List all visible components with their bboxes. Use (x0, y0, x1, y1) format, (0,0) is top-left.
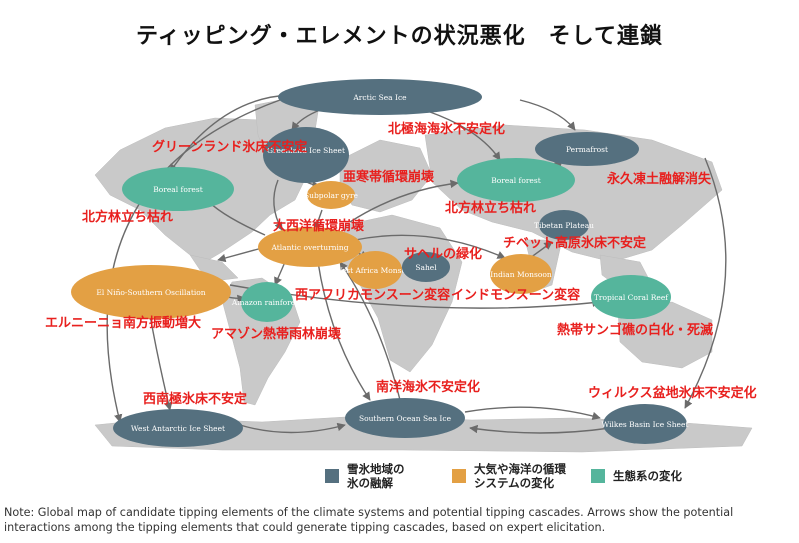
element-west-africa-monsoon: West Africa Monsoon (335, 251, 416, 289)
element-enso: El Niño-Southern Oscillation (71, 265, 231, 319)
central-america-land (189, 254, 239, 281)
annotation-wilkes: ウィルクス盆地氷床不安定化 (588, 386, 757, 401)
svg-text:Boreal forest: Boreal forest (153, 185, 202, 194)
arrow-arctic-to-west-antarctic (106, 99, 281, 423)
svg-text:Arctic Sea Ice: Arctic Sea Ice (352, 93, 407, 102)
page-title: ティッピング・エレメントの状況悪化 そして連鎖 (135, 24, 664, 49)
arrow-southern-ocean-to-wilkes (464, 406, 601, 421)
element-boreal-forest-west: Boreal forest (122, 167, 234, 211)
svg-text:Greenland Ice Sheet: Greenland Ice Sheet (267, 146, 345, 155)
arrow-arctic-to-boreal-east (429, 111, 501, 161)
svg-text:West Africa Monsoon: West Africa Monsoon (335, 266, 416, 275)
annotation-southern-ocean: 南洋海氷不安定化 (376, 380, 481, 395)
element-atlantic-overturning: Atlantic overturning (258, 227, 362, 267)
annotation-sahel: サヘルの緑化 (404, 247, 483, 262)
annotation-permafrost: 永久凍土融解消失 (607, 172, 712, 187)
legend-label-ecosystem: 生態系の変化 (613, 469, 682, 483)
arrow-west-antarctic-to-southern-ocean (239, 422, 346, 434)
element-amazon-rainforest: Amazon rainforest (231, 282, 302, 322)
annotation-tibet: チベット高原氷床不安定 (503, 236, 647, 251)
arrow-enso-to-west-antarctic (149, 314, 173, 411)
element-boreal-forest-east: Boreal forest (457, 158, 575, 202)
element-permafrost: Permafrost (535, 132, 639, 166)
arrow-greenland-to-atlantic (273, 179, 283, 231)
annotation-wa-monsoon: 西アフリカモンスーン変容 (295, 288, 451, 303)
australia-land (617, 301, 713, 369)
arrow-wilkes-to-southern-ocean (469, 424, 611, 434)
svg-text:Tropical Coral Reef: Tropical Coral Reef (594, 293, 669, 302)
element-arctic-sea-ice: Arctic Sea Ice (278, 79, 482, 115)
svg-text:Amazon rainforest: Amazon rainforest (231, 298, 302, 307)
annotation-boreal-east: 北方林立ち枯れ (445, 201, 537, 216)
svg-text:West Antarctic Ice Sheet: West Antarctic Ice Sheet (131, 424, 225, 433)
legend-swatch-circulation (452, 469, 466, 483)
arrow-arctic-to-boreal-west (169, 94, 291, 173)
tipping-elements: Arctic Sea Ice Greenland Ice Sheet Perma… (71, 79, 688, 447)
figure-note: Note: Global map of candidate tipping el… (4, 506, 734, 534)
annotation-west-antarctic: 西南極氷床不安定 (143, 392, 248, 407)
arrow-atlantic-to-amazon (274, 261, 286, 286)
svg-text:Tibetan Plateau: Tibetan Plateau (534, 221, 594, 230)
annotation-amazon: アマゾン熱帯雨林崩壊 (211, 327, 342, 342)
svg-text:Atlantic overturning: Atlantic overturning (270, 243, 348, 252)
annotation-indian-monsoon: インドモンスーン変容 (451, 288, 581, 303)
svg-text:Indian Monsoon: Indian Monsoon (490, 270, 552, 279)
arrow-subpolar-to-atlantic (313, 209, 323, 231)
arrow-arctic-to-greenland (291, 109, 321, 131)
svg-text:Sahel: Sahel (415, 263, 437, 272)
svg-text:Boreal forest: Boreal forest (491, 176, 540, 185)
arrow-arctic-to-permafrost (519, 99, 576, 131)
annotation-greenland: グリーンランド氷床不安定 (152, 140, 308, 155)
svg-text:Wilkes Basin Ice Sheet: Wilkes Basin Ice Sheet (602, 420, 689, 429)
arrow-atlantic-to-indian (354, 234, 506, 259)
element-greenland-ice-sheet: Greenland Ice Sheet (263, 127, 349, 183)
svg-text:Southern Ocean Sea Ice: Southern Ocean Sea Ice (359, 414, 452, 423)
legend-label-ice: 雪氷地域の氷の融解 (347, 462, 405, 490)
element-sahel: Sahel (402, 252, 450, 282)
element-west-antarctic-ice-sheet: West Antarctic Ice Sheet (113, 409, 243, 447)
annotation-atlantic: 大西洋循環崩壊 (273, 219, 365, 234)
element-wilkes-basin-ice-sheet: Wilkes Basin Ice Sheet (602, 404, 689, 444)
element-subpolar-gyre: Subpolar gyre (304, 181, 359, 209)
arrow-atlantic-to-southern-ocean (317, 261, 371, 401)
legend-swatch-ecosystem (591, 469, 605, 483)
svg-text:El Niño-Southern Oscillation: El Niño-Southern Oscillation (96, 288, 205, 297)
arrow-southern-ocean-to-atlantic (339, 261, 401, 401)
svg-text:Subpolar gyre: Subpolar gyre (304, 191, 359, 200)
annotation-enso: エルニーニョ南方振動増大 (45, 316, 202, 331)
element-tropical-coral-reef: Tropical Coral Reef (591, 275, 671, 319)
arrow-atlantic-to-boreal-east (349, 179, 459, 223)
annotation-coral: 熱帯サンゴ礁の白化・死滅 (557, 323, 714, 338)
legend-swatch-ice (325, 469, 339, 483)
arrow-permafrost-to-wilkes (684, 157, 727, 409)
element-tibetan-plateau: Tibetan Plateau (534, 210, 594, 240)
annotation-arctic: 北極海海氷不安定化 (388, 122, 506, 137)
arrow-indian-to-tibet (529, 241, 553, 259)
annotation-boreal-west: 北方林立ち枯れ (82, 210, 174, 225)
annotation-subpolar: 亜寒帯循環崩壊 (343, 170, 435, 185)
arrow-atlantic-to-enso (217, 247, 263, 263)
element-indian-monsoon: Indian Monsoon (490, 254, 552, 294)
legend-label-circulation: 大気や海洋の循環システムの変化 (474, 462, 566, 490)
element-southern-ocean-sea-ice: Southern Ocean Sea Ice (345, 398, 465, 438)
svg-text:Permafrost: Permafrost (566, 145, 608, 154)
